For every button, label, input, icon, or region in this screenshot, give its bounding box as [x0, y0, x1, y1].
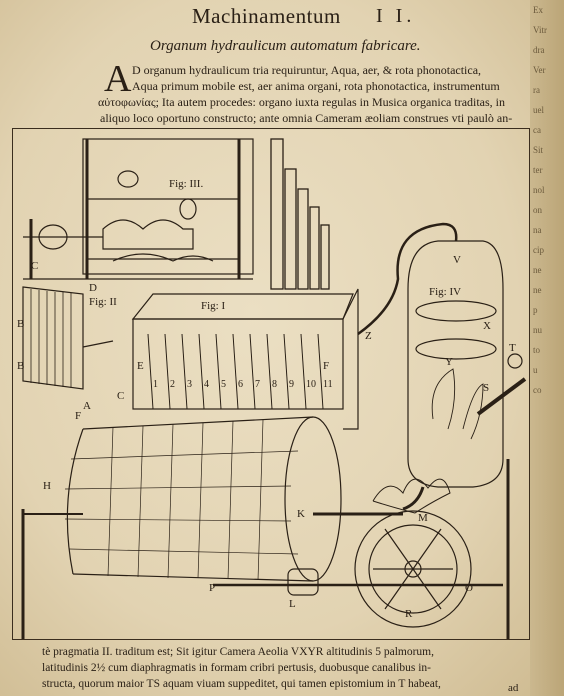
barrel-grid — [64, 419, 299, 581]
letter-label: B — [17, 360, 24, 372]
bleed-fragment: to — [533, 345, 541, 355]
barrel-end — [284, 416, 342, 582]
bleed-fragment: ra — [533, 85, 540, 95]
letter-label: X — [483, 320, 491, 332]
letter-label: O — [465, 582, 473, 594]
bleed-fragment: na — [533, 225, 542, 235]
fig-label: Fig: I — [201, 300, 225, 312]
intro-paragraph: D organum hydraulicum tria requiruntur, … — [98, 62, 528, 126]
letter-label: P — [209, 582, 215, 594]
letter-label: T — [509, 342, 516, 354]
body-line: structa, quorum maior TS aquam viuam sup… — [42, 678, 441, 690]
letter-label: C — [31, 260, 38, 272]
section-title: Organum hydraulicum automatum fabricare. — [150, 38, 421, 54]
letter-label: K — [297, 508, 305, 520]
key-number: 2 — [170, 379, 175, 390]
letter-label: C — [117, 390, 124, 402]
bleed-fragment: u — [533, 365, 538, 375]
intro-line: D organum hydraulicum tria requiruntur, … — [132, 63, 482, 77]
bleed-fragment: Vitr — [533, 25, 547, 35]
bleed-fragment: nu — [533, 325, 542, 335]
key-number: 1 — [153, 379, 158, 390]
hydraulic-organ-engraving: Fig: III. Fig: II Fig: I Fig: IV 1 2 3 4 5 6 7… — [17, 138, 527, 639]
body-text: tè pragmatia II. traditum est; Sit igitu… — [42, 644, 530, 692]
letter-label: F — [323, 360, 329, 372]
bleed-fragment: Ex — [533, 5, 543, 15]
body-line: tè pragmatia II. traditum est; Sit igitu… — [42, 646, 434, 658]
key-number: 5 — [221, 379, 226, 390]
intro-line: αὐτοφωνίας; Ita autem procedes: organo i… — [98, 95, 506, 109]
letter-label: F — [75, 410, 81, 422]
key-number: 3 — [187, 379, 192, 390]
letter-label: V — [453, 254, 461, 266]
key-number: 7 — [255, 379, 260, 390]
letter-label: B — [17, 318, 24, 330]
key-number: 6 — [238, 379, 243, 390]
body-line: latitudinis 2½ cum diaphragmatis in form… — [42, 662, 432, 674]
fig3-frame — [82, 138, 254, 275]
key-numbers: 1 2 3 4 5 6 7 8 9 10 11 — [153, 379, 333, 390]
running-head-number: I I. — [376, 5, 416, 27]
bleed-fragment: cip — [533, 245, 544, 255]
bleed-fragment: uel — [533, 105, 544, 115]
running-head-title: Machinamentum — [192, 4, 341, 28]
letter-label: E — [137, 360, 144, 372]
figure-labels: Fig: III. Fig: II Fig: I Fig: IV — [89, 178, 461, 312]
bleed-fragment: ne — [533, 285, 542, 295]
intro-line: Aqua primum mobile est, aer anima organi… — [132, 79, 500, 93]
key-number: 10 — [306, 379, 316, 390]
bleed-fragment: ca — [533, 125, 541, 135]
organ-keys — [147, 333, 324, 410]
letter-label: L — [289, 598, 296, 610]
bleed-fragment: p — [533, 305, 538, 315]
bleed-fragment: ter — [533, 165, 543, 175]
letter-labels: A B B C C D E F F H K L M O P R S T V X Y Z — [17, 254, 516, 620]
bleed-fragment: dra — [533, 45, 545, 55]
letter-label: Z — [365, 330, 372, 342]
letter-label: S — [483, 382, 489, 394]
letter-label: R — [405, 608, 413, 620]
letter-label: M — [418, 512, 428, 524]
water-wheel — [354, 510, 472, 628]
catchword: ad — [508, 682, 519, 694]
letter-label: D — [89, 282, 97, 294]
key-number: 8 — [272, 379, 277, 390]
intro-line: aliquo loco oportuno constructo; ante om… — [100, 111, 513, 125]
engraving-plate: Fig: III. Fig: II Fig: I Fig: IV 1 2 3 4 5 6 7… — [12, 128, 530, 640]
key-number: 4 — [204, 379, 209, 390]
letter-label: H — [43, 480, 51, 492]
drop-capital: A — [104, 58, 132, 100]
bleed-fragment: Ver — [533, 65, 546, 75]
aeolian-chamber — [407, 240, 504, 488]
bleed-fragment: nol — [533, 185, 545, 195]
letter-label: A — [83, 400, 91, 412]
bleed-fragment: Sit — [533, 145, 544, 155]
fig-label: Fig: III. — [169, 178, 203, 190]
letter-label: Y — [445, 356, 453, 368]
fig-label: Fig: II — [89, 296, 117, 308]
key-number: 11 — [323, 379, 333, 390]
bleed-fragment: ne — [533, 265, 542, 275]
bleed-fragment: on — [533, 205, 542, 215]
fig-label: Fig: IV — [429, 286, 461, 298]
bleed-fragment: co — [533, 385, 542, 395]
key-number: 9 — [289, 379, 294, 390]
